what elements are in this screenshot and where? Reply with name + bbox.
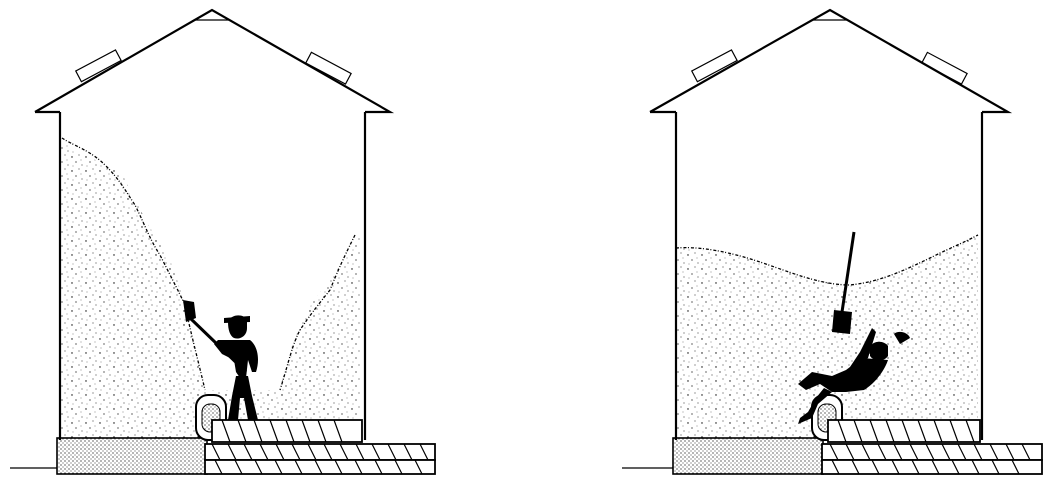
bin-floor — [56, 437, 208, 475]
roof-cap-icon — [191, 9, 233, 21]
auger-conveyor-icon — [204, 419, 436, 475]
panel-right — [622, 8, 1043, 475]
roof-vent-icon — [920, 51, 968, 85]
panel-left — [10, 8, 436, 475]
shovel-icon — [832, 231, 856, 334]
bin-roof — [34, 8, 395, 114]
bin-roof — [649, 8, 1013, 114]
grain-surface-crack — [675, 234, 979, 286]
grain-crack-left — [61, 137, 206, 391]
roof-cap-icon — [809, 9, 851, 21]
roof-vent-icon — [690, 49, 738, 83]
worker-silhouette-icon — [214, 315, 258, 420]
auger-conveyor-icon — [821, 419, 1043, 475]
worker-silhouette-icon — [798, 328, 910, 424]
grain-crack-right — [279, 234, 356, 391]
shovel-icon — [183, 300, 248, 374]
roof-vent-icon — [74, 49, 122, 83]
grain-mass — [60, 140, 360, 440]
roof-vent-icon — [304, 51, 352, 85]
grain-mass — [676, 235, 978, 440]
bin-floor — [672, 437, 824, 475]
